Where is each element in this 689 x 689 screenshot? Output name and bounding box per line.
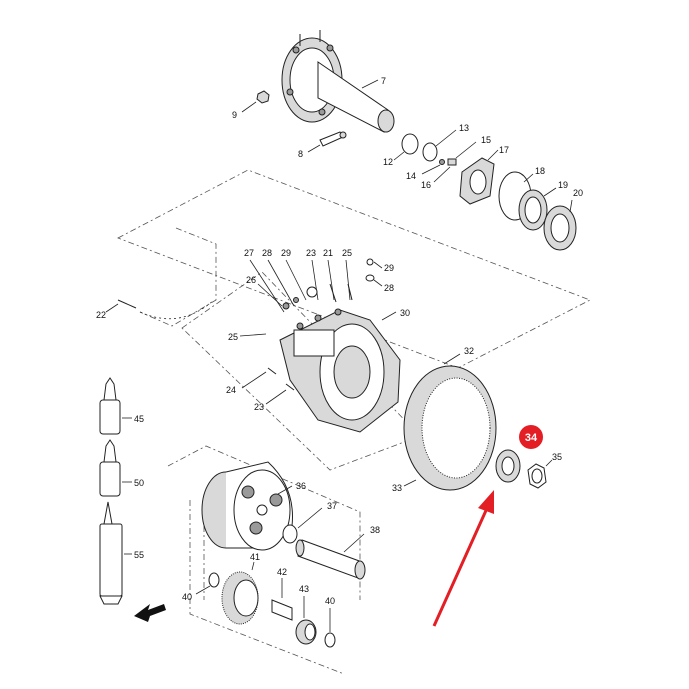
fastener-set — [282, 258, 375, 310]
label-43: 43 — [299, 584, 309, 594]
adhesive-bottle-part — [99, 439, 121, 497]
housing-part — [279, 308, 401, 433]
ring-part — [422, 142, 438, 162]
direction-arrow — [134, 604, 166, 622]
label-28a: 28 — [262, 248, 272, 258]
label-29b: 29 — [384, 263, 394, 273]
grease-tube-part — [99, 501, 123, 605]
highlight-badge-label: 34 — [525, 432, 538, 444]
label-26: 26 — [246, 275, 256, 285]
highlight-badge: 34 — [519, 425, 543, 449]
sealant-bottle-part — [99, 377, 121, 435]
label-32: 32 — [464, 346, 474, 356]
highlight-badge-circle — [519, 425, 543, 449]
label-25a: 25 — [342, 248, 352, 258]
pointer-arrow — [432, 490, 494, 627]
label-41: 41 — [250, 552, 260, 562]
seal-part — [543, 205, 577, 251]
label-23b: 23 — [254, 402, 264, 412]
label-40b: 40 — [325, 596, 335, 606]
label-30: 30 — [400, 308, 410, 318]
plug-part — [439, 158, 457, 166]
label-12: 12 — [383, 157, 393, 167]
label-27: 27 — [244, 248, 254, 258]
label-28b: 28 — [384, 283, 394, 293]
label-20: 20 — [573, 188, 583, 198]
label-40a: 40 — [182, 592, 192, 602]
label-16: 16 — [421, 180, 431, 190]
label-18: 18 — [535, 166, 545, 176]
long-pin-part — [117, 299, 137, 309]
label-21: 21 — [323, 248, 333, 258]
label-7: 7 — [381, 76, 386, 86]
label-33: 33 — [392, 483, 402, 493]
lock-nut-part — [527, 463, 547, 489]
label-35: 35 — [552, 452, 562, 462]
ring-gear-part — [403, 365, 497, 491]
label-25b: 25 — [228, 332, 238, 342]
label-42: 42 — [277, 567, 287, 577]
label-15: 15 — [481, 135, 491, 145]
brake-cylinder-outline — [139, 227, 217, 327]
label-14: 14 — [406, 171, 416, 181]
snap-ring-part — [208, 572, 336, 648]
label-17: 17 — [499, 145, 509, 155]
planetary-group-boundary — [167, 445, 361, 675]
o-ring-part — [401, 133, 419, 155]
label-19: 19 — [558, 180, 568, 190]
label-50: 50 — [134, 478, 144, 488]
thrust-washer-part — [282, 524, 298, 544]
label-38: 38 — [370, 525, 380, 535]
label-23a: 23 — [306, 248, 316, 258]
bolt-part — [319, 131, 347, 147]
label-29a: 29 — [281, 248, 291, 258]
dowel-pin-part — [267, 367, 295, 391]
label-45: 45 — [134, 414, 144, 424]
planet-gear-part — [221, 571, 259, 625]
axle-hub-part — [281, 30, 395, 133]
highlighted-bearing-part — [495, 449, 521, 483]
label-8: 8 — [298, 149, 303, 159]
label-9: 9 — [232, 110, 237, 120]
planet-carrier-part — [201, 461, 293, 551]
label-22: 22 — [96, 310, 106, 320]
bearing-part — [518, 189, 548, 231]
label-55: 55 — [134, 550, 144, 560]
sun-shaft-part — [295, 539, 366, 580]
cover-plate-part — [459, 157, 495, 205]
nut-part — [256, 90, 270, 104]
needle-bearing-part — [295, 619, 317, 645]
planet-pin-part — [271, 599, 293, 621]
label-24: 24 — [226, 385, 236, 395]
label-37: 37 — [327, 501, 337, 511]
label-36: 36 — [296, 481, 306, 491]
label-13: 13 — [459, 123, 469, 133]
